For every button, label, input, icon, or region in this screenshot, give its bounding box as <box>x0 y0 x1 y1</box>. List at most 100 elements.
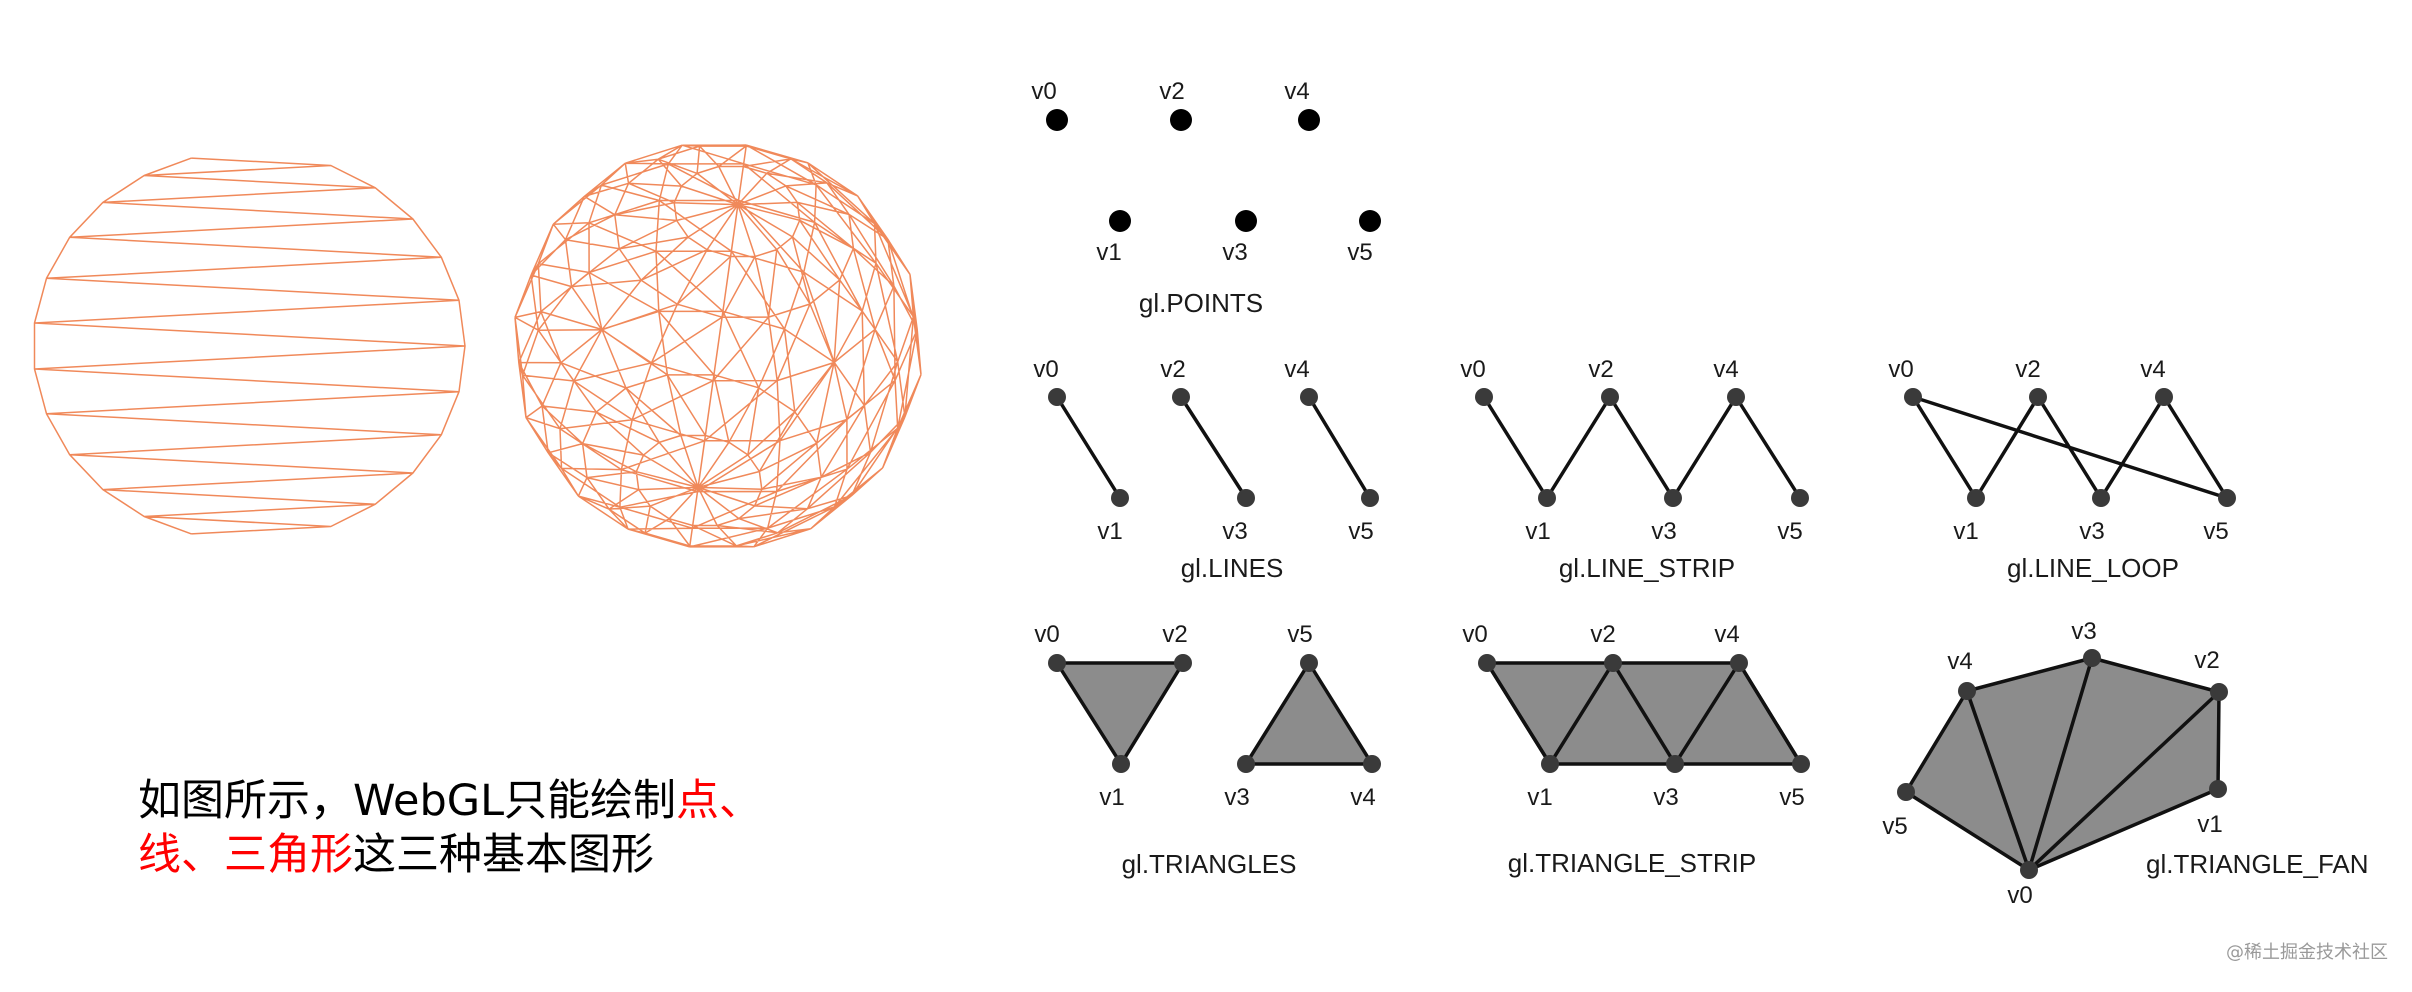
vertex-label-v5: v5 <box>2203 518 2228 545</box>
vertex-label-v4: v4 <box>1284 78 1309 105</box>
caption-highlight: 线、三角形 <box>138 830 353 880</box>
vertex-dot-v1 <box>1541 755 1559 773</box>
vertex-dot-v0 <box>1478 654 1496 672</box>
gl-points-diagram: v0 v1 v2 v3 v4 v5 gl.POINTS <box>1031 78 1381 318</box>
vertex-label-v5: v5 <box>1347 239 1372 266</box>
vertex-label-v3: v3 <box>1651 518 1676 545</box>
fan-edge-v0-v4 <box>1965 689 2031 872</box>
vertex-dot-v2 <box>1174 654 1192 672</box>
watermark: @稀土掘金技术社区 <box>2226 942 2388 963</box>
vertex-label-v2: v2 <box>1162 621 1187 648</box>
vertex-dot-v1 <box>1109 210 1131 232</box>
vertex-dot-v3 <box>1666 755 1684 773</box>
vertex-label-v2: v2 <box>1159 78 1184 105</box>
fan-edge-v0-v2 <box>2027 690 2221 872</box>
vertex-label-v1: v1 <box>1096 239 1121 266</box>
vertex-dot-v0 <box>1048 654 1066 672</box>
vertex-label-v3: v3 <box>1222 239 1247 266</box>
vertex-dot-v3 <box>1237 489 1255 507</box>
primitive-label-points: gl.POINTS <box>1139 288 1263 318</box>
vertex-label-v3: v3 <box>1653 784 1678 811</box>
vertex-dot-v0 <box>1046 109 1068 131</box>
vertex-dot-v5 <box>1361 489 1379 507</box>
vertex-dot-v4 <box>1958 682 1976 700</box>
vertex-dot-v1 <box>2209 780 2227 798</box>
line-strip-path <box>1482 395 1802 500</box>
vertex-label-v3: v3 <box>1224 784 1249 811</box>
vertex-label-v2: v2 <box>1590 621 1615 648</box>
caption-text: 如图所示，WebGL只能绘制 <box>138 776 677 826</box>
vertex-label-v2: v2 <box>2015 356 2040 383</box>
vertex-label-v3: v3 <box>1222 518 1247 545</box>
vertex-label-v0: v0 <box>1888 356 1913 383</box>
line-v4-v5 <box>1307 395 1372 500</box>
line-v2-v3 <box>1179 395 1248 500</box>
vertex-dot-v5 <box>2218 489 2236 507</box>
vertex-dot-v1 <box>1967 489 1985 507</box>
vertex-label-v4: v4 <box>1284 356 1309 383</box>
vertex-dot-v4 <box>1300 388 1318 406</box>
vertex-label-v3: v3 <box>2079 518 2104 545</box>
vertex-dot-v0 <box>1048 388 1066 406</box>
vertex-dot-v3 <box>1237 755 1255 773</box>
vertex-dot-v2 <box>1172 388 1190 406</box>
fan-edge-v0-v3 <box>2027 656 2094 872</box>
vertex-dot-v4 <box>1363 755 1381 773</box>
vertex-dot-v2 <box>1601 388 1619 406</box>
primitive-label-line-loop: gl.LINE_LOOP <box>2007 553 2179 583</box>
vertex-dot-v5 <box>1897 783 1915 801</box>
vertex-label-v4: v4 <box>2140 356 2165 383</box>
vertex-label-v0: v0 <box>2007 882 2032 909</box>
vertex-dot-v4 <box>1727 388 1745 406</box>
vertex-label-v4: v4 <box>1947 648 1972 675</box>
vertex-dot-v2 <box>2029 388 2047 406</box>
vertex-label-v1: v1 <box>1525 518 1550 545</box>
gl-line-strip-diagram: v0 v1 v2 v3 v4 v5 gl.LINE_STRIP <box>1460 356 1809 583</box>
vertex-dot-v3 <box>2083 649 2101 667</box>
vertex-label-v4: v4 <box>1350 784 1375 811</box>
vertex-dot-v2 <box>2210 683 2228 701</box>
vertex-dot-v1 <box>1538 489 1556 507</box>
vertex-dot-v5 <box>1792 755 1810 773</box>
primitive-label-line-strip: gl.LINE_STRIP <box>1559 553 1735 583</box>
gl-line-loop-diagram: v0 v1 v2 v3 v4 v5 gl.LINE_LOOP <box>1888 356 2236 583</box>
gl-triangles-diagram: v0 v1 v2 v3 v4 v5 gl.TRIANGLES <box>1034 621 1381 879</box>
vertex-label-v4: v4 <box>1713 356 1738 383</box>
vertex-label-v1: v1 <box>1953 518 1978 545</box>
vertex-label-v5: v5 <box>1287 621 1312 648</box>
vertex-label-v5: v5 <box>1882 813 1907 840</box>
caption-line-1: 如图所示，WebGL只能绘制点、 <box>138 774 762 828</box>
vertex-label-v2: v2 <box>1588 356 1613 383</box>
vertex-label-v2: v2 <box>1160 356 1185 383</box>
caption: 如图所示，WebGL只能绘制点、 线、三角形这三种基本图形 <box>138 774 762 882</box>
geosphere-edges <box>514 144 922 548</box>
vertex-dot-v4 <box>1730 654 1748 672</box>
triangle-strip-diagonals <box>1485 661 1803 766</box>
vertex-label-v3: v3 <box>2071 618 2096 645</box>
gl-triangle-strip-diagram: v0 v1 v2 v3 v4 v5 gl.TRIANGLE_STRIP <box>1462 621 1810 878</box>
vertex-dot-v4 <box>2155 388 2173 406</box>
vertex-label-v2: v2 <box>2194 647 2219 674</box>
triangle-v3-v4-v5 <box>1244 661 1374 766</box>
vertex-dot-v1 <box>1111 489 1129 507</box>
vertex-dot-v3 <box>1664 489 1682 507</box>
caption-line-2: 线、三角形这三种基本图形 <box>138 828 762 882</box>
vertex-dot-v0 <box>1904 388 1922 406</box>
vertex-label-v5: v5 <box>1779 784 1804 811</box>
vertex-dot-v3 <box>1235 210 1257 232</box>
caption-highlight: 点、 <box>676 776 763 826</box>
vertex-dot-v1 <box>1112 755 1130 773</box>
vertex-dot-v2 <box>1604 654 1622 672</box>
vertex-dot-v5 <box>1300 654 1318 672</box>
triangle-v0-v1-v2 <box>1055 661 1185 766</box>
vertex-label-v4: v4 <box>1714 621 1739 648</box>
ring-sphere-edges <box>33 157 466 535</box>
vertex-label-v1: v1 <box>2197 811 2222 838</box>
vertex-label-v5: v5 <box>1348 518 1373 545</box>
primitive-label-lines: gl.LINES <box>1181 553 1284 583</box>
vertex-dot-v2 <box>1170 109 1192 131</box>
vertex-dot-v0 <box>1475 388 1493 406</box>
primitive-label-triangles: gl.TRIANGLES <box>1122 849 1297 879</box>
vertex-label-v0: v0 <box>1031 78 1056 105</box>
primitive-label-triangle-fan: gl.TRIANGLE_FAN <box>2146 849 2369 879</box>
